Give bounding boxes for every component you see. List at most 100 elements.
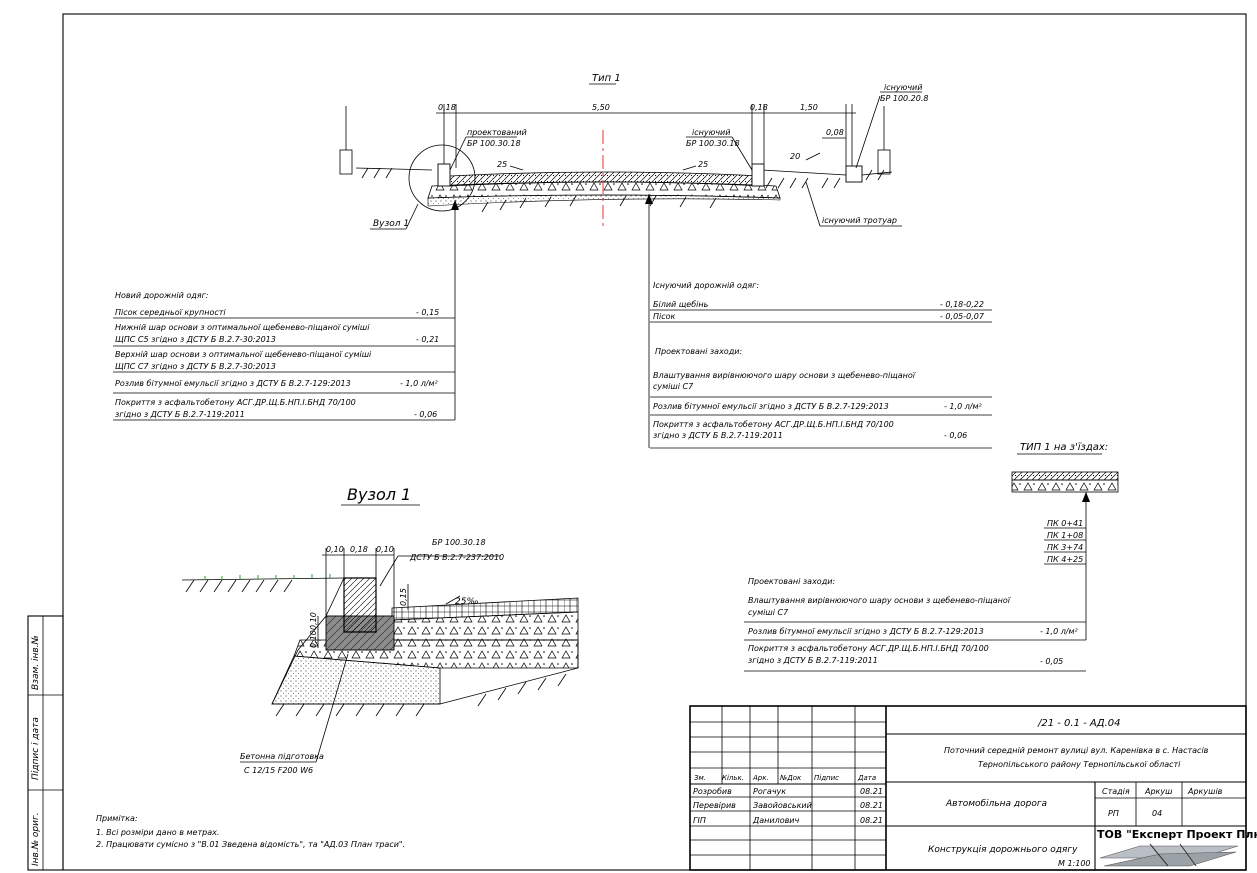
node-dim-1: 0,10: [326, 545, 344, 554]
callout-designed-2: БР 100.30.18: [467, 139, 521, 148]
new-row-1-value: - 0,15: [416, 308, 439, 317]
new-row-1-text: Пісок середньої крупності: [115, 308, 226, 317]
scale: М 1:100: [1058, 859, 1091, 868]
node-dim-side-2: 0,10: [309, 630, 318, 648]
entrance-measure-3-value: - 0,05: [1040, 657, 1063, 666]
callout-designed-1: проектований: [467, 128, 527, 137]
existing-title: Існуючий дорожній одяг:: [653, 281, 759, 290]
person-2-role: Перевірив: [693, 801, 736, 810]
new-row-2-value: - 0,21: [416, 335, 439, 344]
th-ark: Арк.: [752, 774, 769, 782]
notes-title: Примітка:: [96, 814, 138, 823]
person-1-role: Розробив: [693, 787, 732, 796]
new-row-5-text-b: згідно з ДСТУ Б В.2.7-119:2011: [115, 410, 245, 419]
node-dim-2: 0,18: [350, 545, 368, 554]
existing-row-2-value: - 0,05-0,07: [940, 312, 985, 321]
node-concrete-2: С 12/15 F200 W6: [244, 766, 313, 775]
node-concrete-1: Бетонна підготовка: [240, 752, 324, 761]
existing-measure-3-a: Покриття з асфальтобетону АСГ.ДР.Щ.Б.НП.…: [653, 420, 894, 429]
picket-1: ПК 0+41: [1047, 519, 1083, 528]
new-row-3-text-a: Верхній шар основи з оптимальної щебенев…: [115, 350, 372, 359]
slope-sidewalk: 20: [790, 152, 800, 161]
doc-code: /21 - 0.1 - АД.04: [1037, 718, 1121, 729]
person-3-role: ГІП: [693, 816, 706, 825]
new-row-4-text: Розлив бітумної емульсії згідно з ДСТУ Б…: [115, 379, 351, 388]
new-pavement-table: Новий дорожній одяг: Пісок середньої кру…: [113, 291, 455, 421]
existing-measure-2: Розлив бітумної емульсії згідно з ДСТУ Б…: [653, 402, 889, 411]
new-row-2-text-a: Нижній шар основи з оптимальної щебенево…: [115, 323, 370, 332]
picket-4: ПК 4+25: [1047, 555, 1083, 564]
existing-measure-3-b: згідно з ДСТУ Б В.2.7-119:2011: [653, 431, 783, 440]
existing-measure-2-value: - 1,0 л/м²: [944, 402, 983, 411]
project-line-2: Тернопільського району Тернопільської об…: [978, 760, 1181, 769]
sheets-header: Аркушів: [1187, 787, 1223, 796]
sheet-value: 04: [1152, 809, 1162, 818]
object-name: Автомобільна дорога: [945, 799, 1047, 809]
node-dim-height: 0,15: [399, 588, 408, 606]
person-2-date: 08.21: [860, 801, 883, 810]
entrance-measure-3-a: Покриття з асфальтобетону АСГ.ДР.Щ.Б.НП.…: [748, 644, 989, 653]
th-sign: Підпис: [814, 774, 839, 782]
node-dim-side-1: 0,10: [309, 612, 318, 630]
dim-carriageway: 5,50: [592, 103, 610, 112]
curb-right: [751, 163, 765, 187]
th-kilk: Кільк.: [722, 774, 744, 782]
note-1: 1. Всі розміри дано в метрах.: [96, 828, 219, 837]
entrance-measure-1-a: Влаштування вирівнюючого шару основи з щ…: [748, 596, 1012, 605]
entrance-measure-2: Розлив бітумної емульсії згідно з ДСТУ Б…: [748, 627, 984, 636]
curb-stone: [343, 577, 377, 633]
sheet-title: Конструкція дорожнього одягу: [928, 845, 1078, 855]
existing-measure-1-a: Влаштування вирівнюючого шару основи з щ…: [653, 371, 917, 380]
new-row-5-value: - 0,06: [414, 410, 437, 419]
sand-layer: [427, 194, 781, 207]
entrance-measure-1-b: суміші С7: [748, 608, 789, 617]
curb-left: [437, 163, 451, 187]
callout-existing-1: існуючий: [692, 128, 730, 137]
person-3-date: 08.21: [860, 816, 883, 825]
existing-row-2-text: Пісок: [653, 312, 676, 321]
existing-row-1-text: Білий щебінь: [653, 300, 709, 309]
node-curb-1: БР 100.30.18: [432, 538, 486, 547]
dim-curb-right: 0,18: [750, 103, 768, 112]
callout-node: Вузол 1: [373, 219, 409, 229]
post-left: [339, 149, 353, 175]
new-row-3-text-b: ЩПС С7 згідно з ДСТУ Б В.2.7-30:2013: [115, 362, 276, 371]
entrance-measure-3-b: згідно з ДСТУ Б В.2.7-119:2011: [748, 656, 878, 665]
curb-sidewalk: [845, 165, 863, 183]
sheet-frame: [62, 13, 1247, 871]
node-detail: Вузол 1: [181, 485, 579, 775]
person-3-name: Данилович: [752, 816, 800, 825]
person-1-date: 08.21: [860, 787, 883, 796]
callout-existing2-2: БР 100.20.8: [880, 94, 928, 103]
stamp-orig-inv: Інв.№ ориг.: [31, 812, 41, 866]
entrance-title: ТИП 1 на з'їздах:: [1020, 442, 1108, 453]
existing-pavement-table: Існуючий дорожній одяг: Білий щебінь - 0…: [650, 281, 992, 449]
section-title: Тип 1: [592, 73, 621, 84]
node-circle: [408, 144, 476, 212]
company-name: ТОВ "Експерт Проект Плюс": [1097, 828, 1257, 841]
new-row-2-text-b: ЩПС С5 згідно з ДСТУ Б В.2.7-30:2013: [115, 335, 276, 344]
title-block: Зм. Кільк. Арк. №Док Підпис Дата Розроби…: [689, 705, 1257, 871]
node-title: Вузол 1: [347, 485, 411, 504]
side-stamp: Взам. інв.№ Підпис і дата Інв.№ ориг.: [27, 615, 64, 871]
note-2: 2. Працювати сумісно з "В.01 Зведена від…: [96, 840, 405, 849]
stage-header: Стадія: [1102, 787, 1130, 796]
person-1-name: Рогачук: [753, 787, 786, 796]
dim-sidewalk-curb: 0,08: [826, 128, 844, 137]
dim-sidewalk: 1,50: [800, 103, 818, 112]
cross-section: Тип 1: [339, 73, 928, 448]
slope-left: 25: [497, 160, 507, 169]
node-slope: 25‰: [455, 597, 479, 607]
callout-existing-sidewalk: існуючий тротуар: [822, 216, 897, 225]
node-dim-3: 0,10: [376, 545, 394, 554]
entrance-measure-2-value: - 1,0 л/м²: [1040, 627, 1079, 636]
new-row-5-text-a: Покриття з асфальтобетону АСГ.ДР.Щ.Б.НП.…: [115, 398, 356, 407]
person-2-name: Завойовський: [753, 801, 812, 810]
slope-right: 25: [698, 160, 708, 169]
th-doc: №Док: [779, 774, 802, 782]
sheet-header: Аркуш: [1144, 787, 1173, 796]
dim-curb-left: 0,18: [438, 103, 456, 112]
existing-measures-title: Проектовані заходи:: [655, 347, 742, 356]
callout-existing-2: БР 100.30.18: [686, 139, 740, 148]
